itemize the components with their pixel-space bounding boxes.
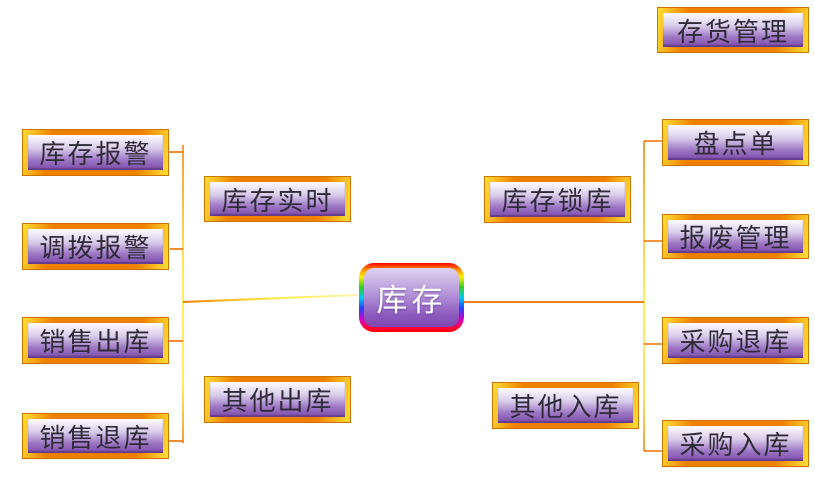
topic-scrap-mgmt-label: 报废管理	[668, 220, 803, 254]
topic-stocktake-sheet-label: 盘点单	[668, 125, 803, 160]
topic-purchase-return-label: 采购退库	[668, 323, 803, 358]
topic-sales-outbound-label: 销售出库	[28, 323, 163, 358]
topic-realtime-stock-label: 库存实时	[210, 182, 345, 217]
topic-inventory-center-label: 库存	[364, 268, 459, 327]
topic-sales-return[interactable]: 销售退库	[23, 414, 168, 458]
topic-other-outbound[interactable]: 其他出库	[205, 377, 350, 422]
topic-inventory-mgmt[interactable]: 存货管理	[658, 8, 808, 52]
topic-purchase-inbound-label: 采购入库	[668, 426, 803, 461]
topic-inventory-center[interactable]: 库存	[359, 263, 464, 332]
topic-stock-lock[interactable]: 库存锁库	[485, 177, 630, 222]
topic-other-inbound[interactable]: 其他入库	[493, 383, 638, 428]
topic-sales-return-label: 销售退库	[28, 419, 163, 454]
connector-main-left	[182, 294, 359, 303]
topic-transfer-alert-label: 调拨报警	[28, 229, 163, 264]
topic-purchase-inbound[interactable]: 采购入库	[663, 421, 808, 466]
topic-transfer-alert[interactable]: 调拨报警	[23, 224, 168, 269]
topic-realtime-stock[interactable]: 库存实时	[205, 177, 350, 221]
topic-other-outbound-label: 其他出库	[210, 382, 345, 417]
topic-purchase-return[interactable]: 采购退库	[663, 318, 808, 363]
topic-other-inbound-label: 其他入库	[498, 388, 633, 423]
topic-sales-outbound[interactable]: 销售出库	[23, 318, 168, 363]
topic-inventory-mgmt-label: 存货管理	[663, 13, 803, 48]
topic-stock-alert-label: 库存报警	[28, 135, 163, 170]
topic-stock-alert[interactable]: 库存报警	[23, 130, 168, 175]
topic-stocktake-sheet[interactable]: 盘点单	[663, 120, 808, 165]
topic-scrap-mgmt[interactable]: 报废管理	[663, 215, 808, 258]
topic-stock-lock-label: 库存锁库	[490, 182, 625, 217]
